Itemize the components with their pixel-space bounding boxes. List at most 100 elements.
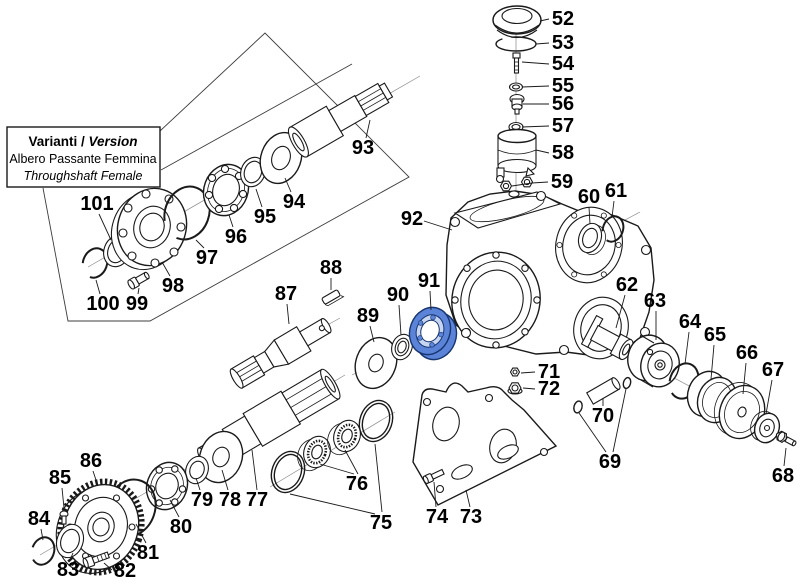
leader-line-86	[92, 470, 99, 487]
part-label-86: 86	[80, 450, 102, 472]
leader-line-71	[520, 371, 536, 374]
leader-line-91	[429, 290, 432, 311]
part-70-pin	[586, 377, 621, 405]
part-label-96: 96	[225, 226, 247, 248]
part-label-95: 95	[254, 206, 276, 228]
leader-line-54	[521, 61, 550, 65]
part-66-diaphragm	[713, 382, 766, 440]
leader-line-84	[40, 528, 44, 541]
leader-line-76	[344, 449, 359, 475]
part-label-52: 52	[552, 8, 574, 30]
part-72-nut	[507, 382, 523, 395]
part-label-67: 67	[762, 359, 784, 381]
part-label-56: 56	[552, 93, 574, 115]
part-label-69: 69	[599, 451, 621, 473]
part-75-orings	[270, 399, 394, 494]
leader-line-82	[103, 562, 113, 571]
part-61-circlip	[601, 215, 625, 243]
part-label-62: 62	[616, 274, 638, 296]
part-73-bracket	[412, 382, 558, 506]
part-97-circlip	[163, 185, 211, 241]
leader-line-72	[522, 387, 536, 390]
leader-line-68	[783, 447, 787, 467]
part-label-85: 85	[49, 467, 71, 489]
part-label-70: 70	[592, 405, 614, 427]
leader-line-92	[423, 220, 453, 231]
part-93-shaft-female	[287, 82, 394, 158]
part-label-78: 78	[219, 489, 241, 511]
variant-box-title: Varianti / Version	[28, 134, 137, 149]
part-label-61: 61	[605, 180, 627, 202]
part-84-oring	[30, 536, 56, 566]
part-54-screw	[512, 52, 521, 74]
part-91-bearing-highlighted	[408, 306, 458, 361]
leader-line-87	[286, 303, 290, 325]
leader-line-85	[61, 487, 65, 509]
part-62-conrod	[580, 314, 634, 361]
leader-line-75	[374, 443, 383, 513]
leader-line-89	[369, 325, 375, 343]
part-68-bolt	[775, 430, 797, 447]
part-76-needle-bearings	[297, 419, 361, 472]
leader-line-69	[578, 412, 607, 453]
part-label-54: 54	[552, 53, 575, 75]
part-71-nut	[509, 367, 521, 377]
part-label-92: 92	[401, 208, 423, 230]
part-label-84: 84	[28, 508, 51, 530]
leader-line-59	[531, 181, 549, 184]
leader-line-73	[465, 489, 471, 508]
leader-line-100	[95, 279, 101, 295]
variant-box-line3: Throughshaft Female	[24, 169, 143, 183]
part-67-retainer	[750, 410, 781, 444]
leader-line-64	[684, 331, 690, 365]
part-100-circlip	[81, 247, 109, 279]
part-label-71: 71	[538, 361, 560, 383]
part-label-74: 74	[426, 506, 449, 528]
variant-box-line2: Albero Passante Femmina	[9, 152, 156, 166]
part-56-valve	[509, 93, 525, 115]
leader-line-53	[535, 42, 550, 45]
leader-line-90	[398, 304, 402, 336]
part-label-80: 80	[170, 516, 192, 538]
leader-line-65	[710, 344, 715, 380]
leader-line-74	[433, 481, 437, 508]
part-96-bearing	[202, 163, 250, 217]
part-label-75: 75	[370, 512, 392, 534]
leader-line-67	[765, 379, 773, 415]
part-59-nuts	[499, 176, 534, 198]
part-label-57: 57	[552, 115, 574, 137]
part-label-59: 59	[551, 171, 573, 193]
part-label-89: 89	[357, 305, 379, 327]
part-63-piston	[627, 334, 680, 388]
part-label-82: 82	[114, 560, 136, 582]
part-89-washer	[354, 336, 398, 390]
part-label-99: 99	[126, 293, 148, 315]
leader-line-75	[289, 493, 376, 515]
part-label-58: 58	[552, 142, 574, 164]
leader-line-66	[742, 362, 747, 395]
part-label-90: 90	[387, 284, 409, 306]
leader-line-52	[539, 18, 550, 22]
part-88-key	[321, 289, 345, 307]
part-label-72: 72	[538, 378, 560, 400]
part-label-55: 55	[552, 75, 574, 97]
leader-line-94	[284, 177, 292, 193]
part-label-101: 101	[80, 193, 113, 215]
part-80-bearing	[145, 461, 189, 511]
part-label-88: 88	[320, 257, 342, 279]
part-label-83: 83	[57, 559, 79, 581]
leader-line-69	[612, 388, 627, 453]
variant-outline	[42, 32, 410, 322]
part-82-bolt	[82, 551, 111, 569]
part-52-cap	[492, 5, 542, 39]
leader-line-101	[98, 213, 112, 241]
leader-line-57	[521, 125, 550, 128]
part-label-64: 64	[679, 311, 702, 333]
leader-line-61	[611, 200, 615, 218]
leader-line-93	[365, 119, 371, 139]
leader-line-98	[161, 261, 171, 277]
part-label-98: 98	[162, 275, 184, 297]
part-label-63: 63	[644, 290, 666, 312]
part-label-81: 81	[137, 542, 159, 564]
